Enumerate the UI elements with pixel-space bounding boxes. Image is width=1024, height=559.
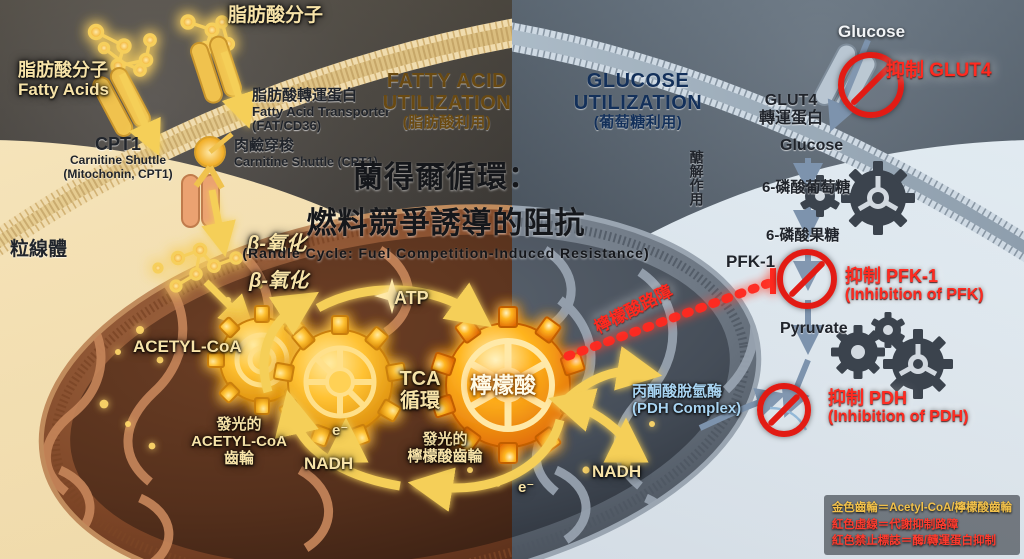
glowing-citrate-gear-label: 發光的 檸檬酸齒輪 [385,431,505,466]
fa-header-cn: (脂肪酸利用) [402,113,492,131]
fatty-acids-en: Fatty Acids [18,80,110,100]
pdh-inhibit-en: (Inhibition of PDH) [828,408,969,426]
glow-acetyl-line1: 發光的 [216,416,262,433]
glu-header-cn: (葡萄糖利用) [593,113,683,131]
fat-transporter-cn: 脂肪酸轉運蛋白 [252,87,358,104]
tca-line1: TCA [399,368,441,390]
electron-label-bottom: e⁻ [518,479,535,496]
page-title: 蘭得爾循環： 燃料競爭誘導的阻抗 (Randle Cycle: Fuel Com… [216,152,676,261]
tca-line2: 循環 [400,390,440,413]
glow-acetyl-line2: ACETYL-CoA [191,432,287,450]
glucose-inside-label: Glucose [780,137,844,154]
glow-citrate-line2: 檸檬酸齒輪 [407,447,483,465]
pdh-inhibition-sign [757,383,811,437]
g6p-label: 6-磷酸葡萄糖 [762,179,851,196]
glut4-transporter-label: GLUT4 轉運蛋白 [748,92,834,128]
title-line2: 燃料競爭誘導的阻抗 [306,207,586,240]
f6p-label: 6-磷酸果糖 [766,227,840,244]
acetyl-coa-label: ACETYL-CoA [133,337,242,356]
fa-header-line2: UTILIZATION [382,92,512,115]
cpt1-label-group: CPT1 Carnitine Shuttle (Mitochonin, CPT1… [58,134,178,181]
legend-box: 金色齒輪＝Acetyl-CoA/檸檬酸齒輪 紅色虛線＝代謝抑制路障 紅色禁止標誌… [823,494,1020,555]
pdh-inhibition-label: 抑制 PDH (Inhibition of PDH) [828,388,968,426]
glow-acetyl-line3: 齒輪 [223,449,254,467]
legend-line-2: 紅色虛線＝代謝抑制路障 [832,517,1012,534]
cpt1-en: Carnitine Shuttle [69,153,166,168]
legend-line-1: 金色齒輪＝Acetyl-CoA/檸檬酸齒輪 [832,500,1012,517]
pdh-complex-label: 丙酮酸脫氫酶 (PDH Complex) [632,383,742,418]
carnitine-en: Carnitine Shuttle (CPT1) [234,154,378,169]
fatty-acid-utilization-header: FATTY ACID UTILIZATION (脂肪酸利用) [372,70,522,132]
fatty-acids-cn: 脂肪酸分子 [18,60,108,80]
pfk-inhibition-label: 抑制 PFK-1 (Inhibition of PFK) [845,266,984,304]
pfk1-label: PFK-1 [726,252,776,271]
fat-transporter-label-group: 脂肪酸轉運蛋白 Fatty Acid Transporter (FAT/CD36… [252,87,391,134]
pyruvate-label: Pyruvate [780,320,848,337]
tca-cycle-label: TCA 循環 [390,368,450,413]
beta-oxidation-label-1: β-氧化 [247,233,307,255]
fa-header-line1: FATTY ACID [386,70,508,92]
pdh-cn: 丙酮酸脫氫酶 [632,383,723,400]
electron-label-left: e⁻ [332,422,349,439]
glu-header-line1: GLUCOSE [586,70,690,92]
pfk1-inhibition-sign [777,249,837,309]
pdh-en: (PDH Complex) [632,399,742,417]
glycolysis-label: 醣解作用 [688,150,705,206]
legend-red-sign-text: 紅色禁止標誌＝酶/轉運蛋白抑制 [831,535,997,548]
fatty-acids-top-label: 脂肪酸分子 [228,5,324,26]
glut4-line2: 轉運蛋白 [758,109,823,127]
legend-line-3: 紅色禁止標誌＝酶/轉運蛋白抑制 [832,533,1012,550]
cpt1-title: CPT1 [94,134,141,154]
glowing-acetyl-gear-label: 發光的 ACETYL-CoA 齒輪 [184,416,294,467]
carnitine-shuttle-label-group: 肉鹼穿梭 Carnitine Shuttle (CPT1) [234,137,378,169]
pfk-inhibit-en: (Inhibition of PFK) [845,286,984,304]
atp-label: ATP [394,288,429,308]
nadh-label-right: NADH [592,462,642,481]
legend-red-dotted-text: 紅色虛線＝代謝抑制路障 [831,518,959,531]
glucose-outside-label: Glucose [838,22,906,41]
glut4-line1: GLUT4 [764,92,818,109]
title-en: (Randle Cycle: Fuel Competition-Induced … [242,245,650,261]
glucose-utilization-header: GLUCOSE UTILIZATION (葡萄糖利用) [558,70,718,132]
citrate-label: 檸檬酸 [470,373,537,398]
glut4-inhibition-sign [838,52,904,118]
carnitine-cn: 肉鹼穿梭 [234,137,295,154]
fat-transporter-en: Fatty Acid Transporter [252,103,391,119]
cpt1-sub: (Mitochonin, CPT1) [63,166,173,181]
nadh-label-left: NADH [304,454,354,473]
legend-gold-gear-text: 金色齒輪＝Acetyl-CoA/檸檬酸齒輪 [831,501,1012,514]
mitochondria-label: 粒線體 [10,239,68,260]
fatty-acids-label-group: 脂肪酸分子 Fatty Acids [18,60,109,99]
glow-citrate-line1: 發光的 [422,431,468,448]
fat-transporter-sub: (FAT/CD36) [252,118,322,134]
pfk-inhibit-cn: 抑制 PFK-1 [845,266,939,286]
beta-oxidation-label-2: β-氧化 [249,270,309,292]
glu-header-line2: UTILIZATION [573,92,703,115]
glut4-inhibition-label: 抑制 GLUT4 [886,60,992,81]
title-line1: 蘭得爾循環： [353,161,539,194]
pdh-inhibit-cn: 抑制 PDH [828,388,908,408]
